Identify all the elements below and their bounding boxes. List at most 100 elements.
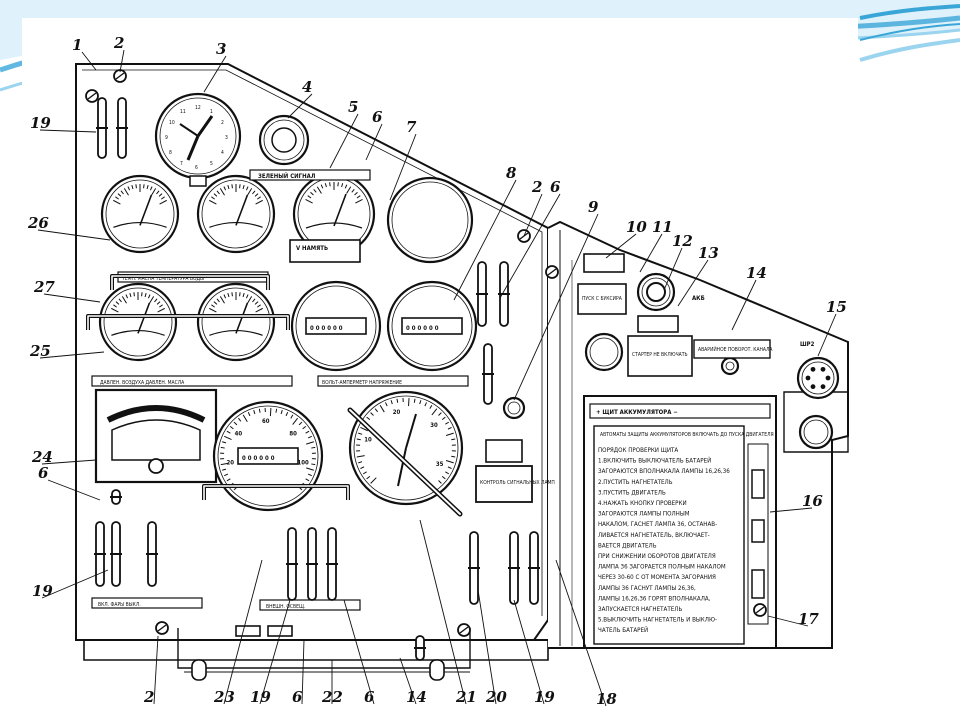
charge-strip-label: ВОЛЬТ-АМПЕРМЕТР НАПРЯЖЕНИЕ <box>322 380 402 386</box>
instruction-line: 1.ВКЛЮЧИТЬ ВЫКЛЮЧАТЕЛЬ БАТАРЕЙ <box>598 456 711 465</box>
instruction-line: ЗАГОРАЮТСЯ ВПОЛНАКАЛА ЛАМПЫ 16,26,36 <box>598 468 730 475</box>
callout-number: 10 <box>626 218 647 236</box>
instruction-line: ЛАМПА 36 ЗАГОРАЕТСЯ ПОЛНЫМ НАКАЛОМ <box>598 564 726 571</box>
hour-counter-left: 000000 <box>292 282 380 370</box>
tow-start-switch <box>584 254 624 272</box>
tachometer: 10 20 30 35 <box>350 392 462 504</box>
connector-cap <box>800 416 832 448</box>
callout-number: 13 <box>698 244 719 262</box>
callout-number: 21 <box>455 688 477 706</box>
clock-digit: 3 <box>225 135 228 141</box>
clock-digit: 1 <box>210 109 213 115</box>
speedo-tick-label: 40 <box>235 431 243 438</box>
tow-start-label: ПУСК С БУКСИРА <box>582 296 623 302</box>
air-pressure-gauge <box>100 284 176 360</box>
callout-number: 6 <box>364 688 375 706</box>
callout-number: 27 <box>33 278 55 296</box>
akb-label: АКБ <box>692 295 705 302</box>
clock-digit: 9 <box>165 135 168 141</box>
callout-number: 4 <box>302 78 312 96</box>
instruction-line: ЛАМПЫ 16,26,36 ГОРЯТ ВПОЛНАКАЛА, <box>598 595 711 602</box>
connector-pin <box>821 367 826 372</box>
clock-digit: 6 <box>195 165 198 171</box>
callout-number: 2 <box>531 178 542 196</box>
instruction-line: ЗАГОРАЮТСЯ ЛАМПЫ ПОЛНЫМ <box>598 511 690 518</box>
callout-number: 26 <box>27 214 49 232</box>
callout-number: 6 <box>372 108 383 126</box>
instruction-line: ЛИВАЕТСЯ НАГНЕТАТЕЛЬ, ВКЛЮЧАЕТ- <box>598 532 710 539</box>
clock-digit: 10 <box>169 120 175 126</box>
callout-number: 19 <box>32 582 53 600</box>
starter-button-inner <box>647 283 665 301</box>
callout-number: 14 <box>746 264 767 282</box>
connector-sh2 <box>798 358 838 398</box>
speedo-tick-label: 60 <box>262 418 270 425</box>
plus-minus-label: + ЩИТ АККУМУЛЯТОРА − <box>596 409 678 416</box>
speedo-tick-label: 100 <box>298 460 310 467</box>
counter-right-digits: 000000 <box>406 325 441 332</box>
instruction-line: 3.ПУСТИТЬ ДВИГАТЕЛЬ <box>598 489 666 496</box>
instruction-line: ПОРЯДОК ПРОВЕРКИ ЩИТА <box>598 447 678 454</box>
callout-number: 6 <box>292 688 303 706</box>
odometer-digits: 000000 <box>242 455 277 462</box>
callout-number: 8 <box>506 164 517 182</box>
small-lamp-14 <box>722 358 738 374</box>
external-light-strip-label: ВНЕШН. ОСВЕЩ. <box>266 604 305 610</box>
connector-label: ШР2 <box>800 341 815 348</box>
callout-number: 2 <box>113 34 124 52</box>
signal-lamp-label: ЗЕЛЕНЫЙ СИГНАЛ <box>258 172 315 180</box>
foot-right <box>430 660 444 680</box>
fuse-holder-0 <box>236 626 260 636</box>
callout-number: 18 <box>596 690 617 708</box>
speedo-tick-label: 80 <box>289 431 297 438</box>
starter-label: СТАРТЕР НЕ ВКЛЮЧАТЬ <box>632 352 688 358</box>
water-temp-gauge <box>198 176 274 252</box>
callout-number: 16 <box>802 492 823 510</box>
memory-label: V НАМЯТЬ <box>296 245 328 252</box>
headlight-strip-label: ВКЛ. ФАРЫ ВЫКЛ. <box>98 602 141 608</box>
callout-number: 14 <box>406 688 427 706</box>
instruction-line: 4.НАЖАТЬ КНОПКУ ПРОВЕРКИ <box>598 500 687 507</box>
callout-number: 19 <box>534 688 555 706</box>
callout-number: 6 <box>550 178 561 196</box>
instruction-line: 5.ВЫКЛЮЧИТЬ НАГНЕТАТЕЛЬ И ВЫКЛЮ- <box>598 617 717 624</box>
tacho-tick-label: 35 <box>436 461 444 468</box>
oil-pressure-gauge <box>198 284 274 360</box>
instruction-line: ЗАПУСКАЕТСЯ НАГНЕТАТЕЛЬ <box>598 606 682 613</box>
instruction-line: ПРИ СНИЖЕНИИ ОБОРОТОВ ДВИГАТЕЛЯ <box>598 553 716 560</box>
clock-digit: 4 <box>221 150 224 156</box>
hour-counter-right: 000000 <box>388 282 476 370</box>
callout-number: 22 <box>321 688 343 706</box>
callout-number: 5 <box>348 98 358 116</box>
clock-digit: 2 <box>221 120 224 126</box>
emergency-label: АВАРИЙНОЕ ПОВОРОТ. КАНАЛА <box>698 346 773 353</box>
voltmeter-box <box>96 390 216 482</box>
connector-pin <box>821 384 826 389</box>
tacho-tick-label: 30 <box>430 422 438 429</box>
clock-digit: 12 <box>195 105 201 111</box>
instruction-line: 2.ПУСТИТЬ НАГНЕТАТЕЛЬ <box>598 479 673 486</box>
instruction-line: ЛАМПЫ 36 ГАСНУТ ЛАМПЫ 26,36, <box>598 585 696 592</box>
starter-switch <box>638 316 678 332</box>
callout-number: 11 <box>652 218 673 236</box>
clock-digit: 11 <box>180 109 186 115</box>
lamp-button-left <box>586 334 622 370</box>
signal-lamp-lens <box>272 128 296 152</box>
pressure-strip-label: ДАВЛЕН. ВОЗДУХА ДАВЛЕН. МАСЛА <box>100 380 185 386</box>
callout-number: 3 <box>216 40 226 58</box>
tacho-tick-label: 10 <box>364 437 372 444</box>
callout-number: 20 <box>485 688 507 706</box>
callout-number: 23 <box>213 688 235 706</box>
callout-number: 9 <box>588 198 599 216</box>
small-lamp-9 <box>504 398 524 418</box>
tacho-tick-label: 20 <box>393 409 401 416</box>
callout-number: 19 <box>250 688 271 706</box>
control-lamp-switch <box>486 440 522 462</box>
callout-number: 17 <box>798 610 819 628</box>
instruction-line: ЧЕРЕЗ 30-60 С ОТ МОМЕНТА ЗАГОРАНИЯ <box>598 574 716 581</box>
connector-pin <box>806 376 811 381</box>
connector-pin <box>826 376 831 381</box>
callout-number: 7 <box>406 118 417 136</box>
